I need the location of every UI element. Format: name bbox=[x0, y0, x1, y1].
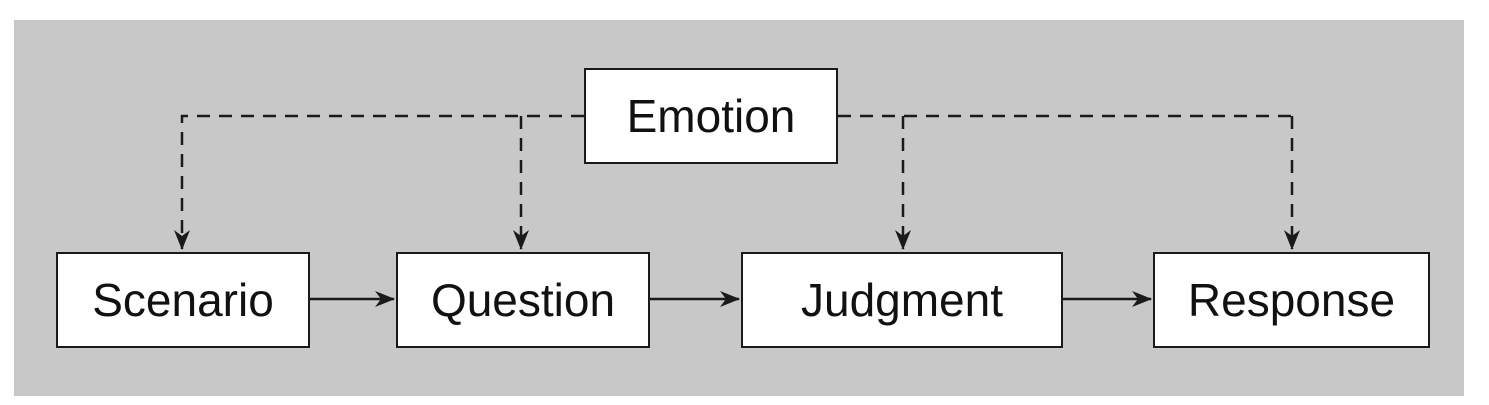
judgment-box: Judgment bbox=[741, 252, 1063, 348]
question-box: Question bbox=[396, 252, 650, 348]
response-box: Response bbox=[1153, 252, 1430, 348]
dashed-edge-emotion-judgment bbox=[838, 114, 1292, 249]
dashed-edge-emotion-scenario bbox=[174, 114, 584, 250]
emotion-box: Emotion bbox=[584, 68, 838, 164]
scenario-box: Scenario bbox=[56, 252, 310, 348]
